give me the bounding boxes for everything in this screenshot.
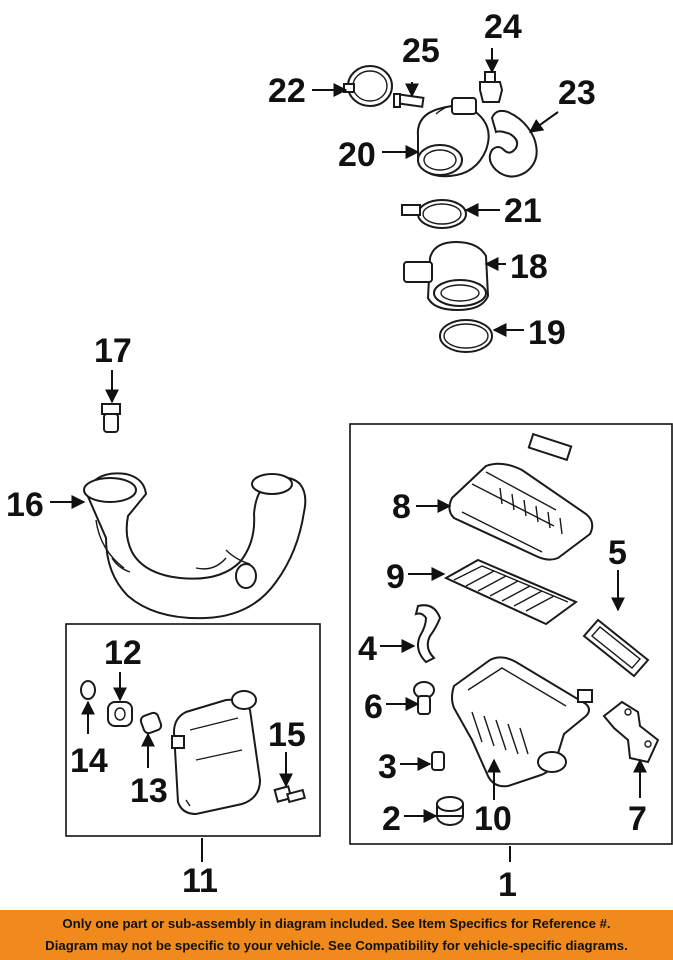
gasket-part-21 bbox=[401, 199, 467, 229]
callout-17: 17 bbox=[94, 332, 132, 370]
callout-7: 7 bbox=[628, 800, 647, 838]
filter-element-part-9 bbox=[443, 558, 579, 626]
valve-part-24 bbox=[479, 71, 504, 103]
callout-3: 3 bbox=[378, 748, 397, 786]
callout-10: 10 bbox=[474, 800, 512, 838]
bolt-part-25 bbox=[393, 93, 425, 108]
callout-19: 19 bbox=[528, 314, 566, 352]
intake-duct-part-16 bbox=[83, 472, 307, 620]
callout-4: 4 bbox=[358, 630, 377, 668]
group-box-11 bbox=[65, 623, 321, 837]
callout-6: 6 bbox=[364, 688, 383, 726]
oring-part-19 bbox=[439, 319, 493, 353]
callout-24: 24 bbox=[484, 8, 522, 46]
upper-housing-part-8 bbox=[448, 462, 594, 561]
disclaimer-banner: Only one part or sub-assembly in diagram… bbox=[0, 910, 673, 960]
leader-arrows bbox=[50, 48, 647, 862]
callout-13: 13 bbox=[130, 772, 168, 810]
bolt-part-15 bbox=[273, 785, 306, 804]
callout-8: 8 bbox=[392, 488, 411, 526]
grommet-part-14 bbox=[80, 680, 96, 700]
strap-part-4 bbox=[414, 604, 442, 664]
callout-23: 23 bbox=[558, 74, 596, 112]
callout-25: 25 bbox=[402, 32, 440, 70]
group-box-1 bbox=[349, 423, 673, 845]
hose-part-23 bbox=[488, 109, 538, 178]
resonator-part-11 bbox=[171, 690, 262, 816]
callout-12: 12 bbox=[104, 634, 142, 672]
bushing-part-12 bbox=[107, 701, 133, 727]
bolt-part-6 bbox=[413, 681, 435, 715]
callout-16: 16 bbox=[6, 486, 44, 524]
bracket-part-7 bbox=[602, 700, 660, 764]
bushing-part-2 bbox=[436, 796, 464, 826]
parts-diagram: 22 25 24 23 20 21 18 19 17 16 12 14 13 1… bbox=[6, 8, 673, 904]
callout-9: 9 bbox=[386, 558, 405, 596]
callout-15: 15 bbox=[268, 716, 306, 754]
sensor-part-17 bbox=[101, 403, 121, 433]
sensor-part-18 bbox=[403, 240, 490, 312]
clamp-part-22 bbox=[343, 65, 393, 107]
callout-14: 14 bbox=[70, 742, 108, 780]
callout-1: 1 bbox=[498, 866, 517, 904]
bushing-part-13 bbox=[139, 711, 163, 735]
callout-11: 11 bbox=[182, 862, 218, 900]
callout-5: 5 bbox=[608, 534, 627, 572]
callout-18: 18 bbox=[510, 248, 548, 286]
lower-housing-part-10 bbox=[451, 656, 593, 788]
gasket-part-5 bbox=[582, 618, 650, 678]
disclaimer-line-2: Diagram may not be specific to your vehi… bbox=[45, 938, 628, 953]
grommet-part-3 bbox=[431, 751, 445, 771]
housing-part-20 bbox=[416, 97, 490, 178]
callout-20: 20 bbox=[338, 136, 376, 174]
callout-2: 2 bbox=[382, 800, 401, 838]
callout-22: 22 bbox=[268, 72, 306, 110]
label-tag bbox=[527, 432, 573, 462]
callout-21: 21 bbox=[504, 192, 542, 230]
disclaimer-line-1: Only one part or sub-assembly in diagram… bbox=[62, 916, 611, 931]
